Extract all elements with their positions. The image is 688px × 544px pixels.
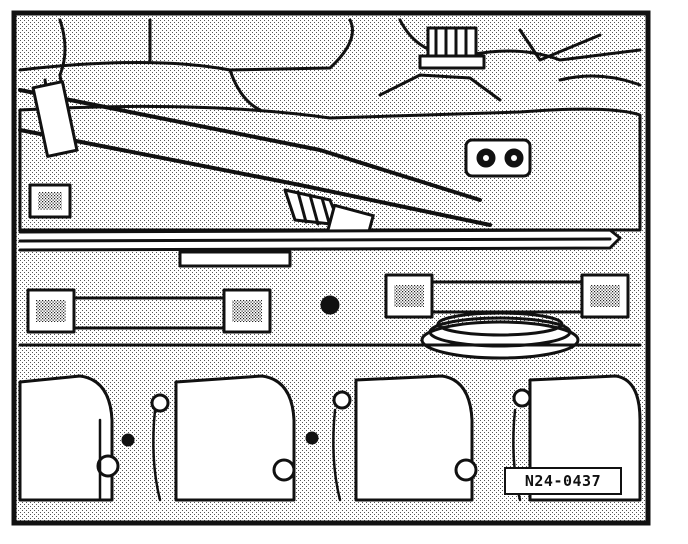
filler-cap	[418, 26, 486, 70]
wiring-harness	[18, 73, 492, 227]
injector-connector-right-b	[580, 273, 630, 319]
injector-connector-middle	[222, 288, 272, 334]
ignition-coil-2	[150, 374, 319, 502]
valve-cover-outline	[18, 104, 642, 232]
ignition-coil-3	[332, 374, 478, 502]
pressure-regulator	[420, 311, 580, 360]
ignition-coil-1	[18, 374, 135, 502]
figure-reference-code: N24-0437	[504, 467, 622, 495]
injector-connector-right-a	[384, 273, 584, 319]
sensor-bracket	[464, 138, 532, 178]
fuel-rail	[18, 228, 622, 315]
